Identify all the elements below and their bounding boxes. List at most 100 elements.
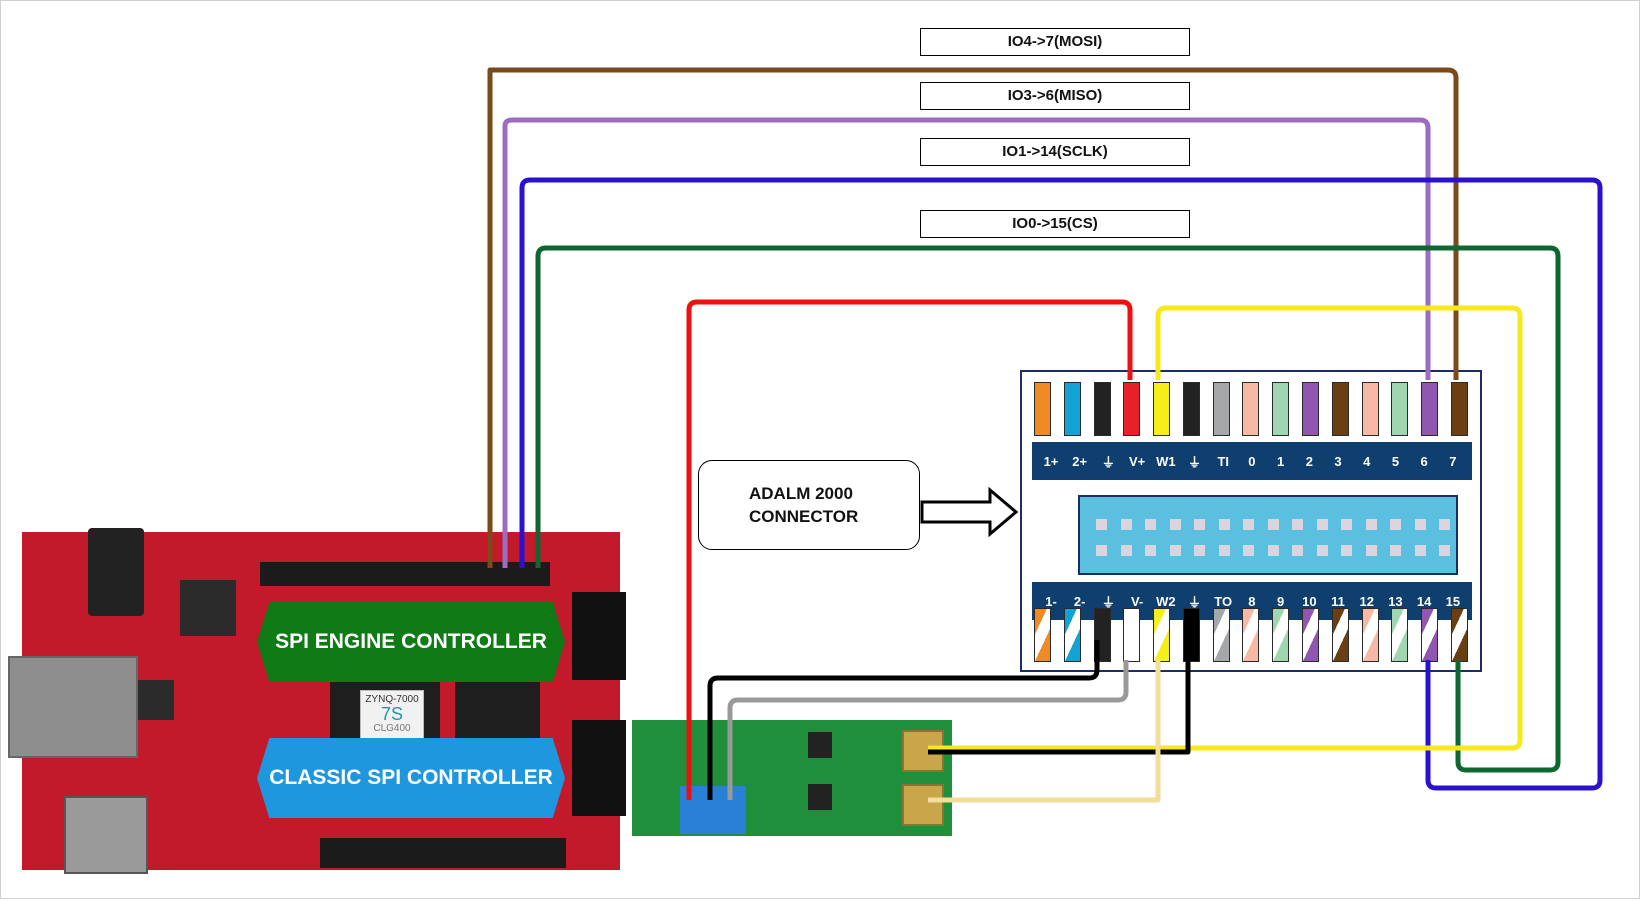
top-pin-label-3: V+	[1128, 453, 1146, 469]
wire-vminus	[727, 660, 1129, 800]
ic-u1	[808, 732, 832, 758]
bottom-pin-1	[1063, 608, 1081, 662]
header-pad	[1096, 519, 1107, 530]
header-pad	[1439, 545, 1450, 556]
top-pin-label-13: 6	[1420, 453, 1428, 469]
top-pin-label-11: 4	[1363, 453, 1371, 469]
bottom-pin-label-7: 8	[1248, 593, 1256, 609]
bottom-pin-label-10: 11	[1331, 593, 1345, 609]
top-pin-label-4: W1	[1156, 453, 1176, 469]
header-pad	[1341, 545, 1352, 556]
top-pin-12	[1391, 382, 1409, 436]
bottom-pin-3	[1123, 608, 1141, 662]
header-pad	[1145, 545, 1156, 556]
header-pad	[1414, 545, 1426, 556]
bottom-pin-label-1: 2-	[1073, 593, 1086, 609]
header-pad	[1390, 545, 1401, 556]
top-pin-label-14: 7	[1449, 453, 1457, 469]
header-pad	[1292, 545, 1303, 556]
power-jack	[88, 528, 144, 616]
ethernet-port	[8, 656, 138, 758]
sma-vin-plus	[902, 730, 944, 772]
top-pin-10	[1331, 382, 1349, 436]
header-pad	[1365, 519, 1377, 530]
bottom-pin-4	[1153, 608, 1171, 662]
bottom-pin-label-13: 14	[1416, 593, 1432, 609]
header-pad	[1145, 519, 1156, 530]
top-pin-13	[1421, 382, 1439, 436]
top-pin-14	[1450, 382, 1468, 436]
top-pin-label-7: 0	[1248, 453, 1256, 469]
top-pin-label-12: 5	[1391, 453, 1400, 469]
header-pad	[1267, 519, 1279, 530]
bottom-pin-label-11: 12	[1359, 593, 1374, 609]
bottom-pin-8	[1272, 608, 1290, 662]
wire-sclk	[519, 177, 1603, 791]
header-pad	[1316, 545, 1328, 556]
wire-miso	[502, 117, 1431, 568]
bottom-pin-label-8: 9	[1277, 593, 1285, 609]
top-pin-9	[1302, 382, 1320, 436]
bottom-header	[320, 838, 566, 868]
bottom-pin-0	[1034, 608, 1051, 662]
usb-port	[64, 796, 148, 874]
top-pin-label-10: 3	[1334, 453, 1342, 469]
top-pin-row	[1034, 382, 1468, 436]
wire-gnd-2	[928, 640, 1191, 755]
top-pin-label-0: 1+	[1043, 453, 1059, 469]
header-pad	[1414, 519, 1426, 530]
usb-chip	[180, 580, 236, 636]
header-pad	[1218, 545, 1230, 556]
adalm-connector-callout: ADALM 2000 CONNECTOR	[698, 460, 920, 550]
bottom-pin-12	[1391, 608, 1409, 662]
top-pin-label-8: 1	[1277, 453, 1285, 469]
ic-u2	[808, 784, 832, 810]
header-pad	[1194, 519, 1205, 530]
bottom-pin-label-14: 15	[1445, 593, 1461, 609]
bottom-pin-label-2: ⏚	[1101, 594, 1115, 610]
top-pin-7	[1242, 382, 1260, 436]
bottom-pin-10	[1331, 608, 1349, 662]
header-pad	[1243, 545, 1254, 556]
top-pin-label-9: 2	[1305, 453, 1313, 469]
header-pad	[1439, 519, 1450, 530]
wire-gnd-1	[707, 640, 1100, 800]
pmod-ja	[572, 592, 626, 680]
header-pad	[1390, 519, 1401, 530]
header-pad	[1243, 519, 1254, 530]
top-pin-6	[1212, 382, 1230, 436]
top-pin-5	[1182, 382, 1200, 436]
top-pin-3	[1123, 382, 1141, 436]
header-pad	[1194, 545, 1205, 556]
bottom-pin-label-12: 13	[1388, 593, 1403, 609]
bottom-pin-label-3: V-	[1130, 593, 1144, 609]
memory-chip	[455, 680, 540, 746]
header-pad	[1316, 519, 1328, 530]
header-pad	[1169, 545, 1181, 556]
phy-chip	[138, 680, 174, 720]
bottom-pin-7	[1242, 608, 1260, 662]
bottom-pin-label-6: TO	[1214, 593, 1233, 609]
bottom-pin-11	[1361, 608, 1379, 662]
bottom-pin-label-4: W2	[1156, 593, 1176, 609]
bottom-pin-label-9: 10	[1302, 593, 1317, 609]
header-pad	[1120, 519, 1132, 530]
wire-w2	[928, 660, 1161, 803]
header-pad	[1365, 545, 1377, 556]
bottom-pin-label-5: ⏚	[1188, 594, 1202, 610]
header-pad	[1120, 545, 1132, 556]
wire-vplus	[686, 299, 1133, 800]
top-pin-label-5: ⏚	[1188, 454, 1202, 470]
top-pin-0	[1034, 382, 1051, 436]
label-cs: IO0->15(CS)	[920, 210, 1190, 238]
arduino-header	[260, 562, 550, 586]
label-mosi: IO4->7(MOSI)	[920, 28, 1190, 56]
top-pin-2	[1093, 382, 1111, 436]
top-pin-label-1: 2+	[1072, 453, 1088, 469]
wire-cs	[535, 245, 1561, 773]
bottom-pin-9	[1302, 608, 1320, 662]
connector-header	[1078, 495, 1458, 575]
label-miso: IO3->6(MISO)	[920, 82, 1190, 110]
